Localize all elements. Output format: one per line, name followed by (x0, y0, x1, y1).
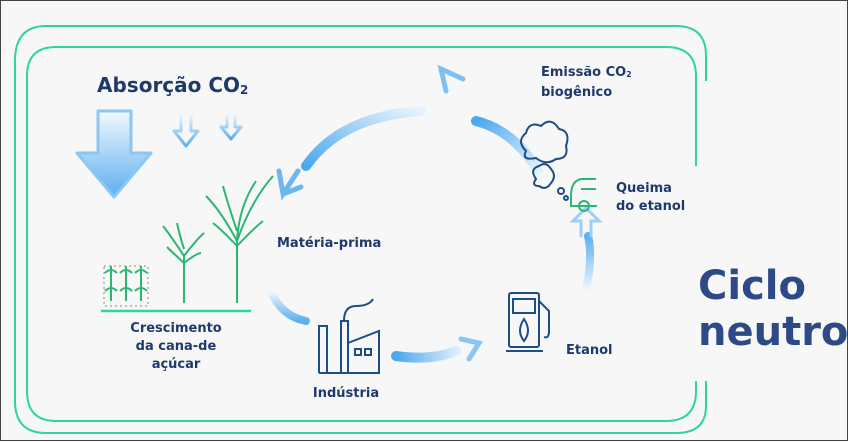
arrow-head-icon (569, 205, 603, 238)
absorption-arrows-icon (75, 109, 243, 199)
crescimento-line2: da cana-de (135, 339, 217, 354)
title-line2: neutro (698, 309, 848, 355)
subscript: 2 (240, 82, 249, 97)
clouds-icon (520, 120, 569, 201)
fuel-pump-icon (506, 292, 550, 352)
queima-line1: Queima (616, 181, 672, 196)
arrow-head-icon (276, 168, 304, 201)
crescimento-label: Crescimento da cana-de açúcar (111, 320, 241, 374)
etanol-label: Etanol (566, 343, 613, 358)
crescimento-line1: Crescimento (130, 321, 222, 336)
subscript: 2 (626, 70, 632, 80)
absorcao-text: Absorção CO (97, 73, 241, 97)
materia-prima-label: Matéria-prima (277, 236, 382, 251)
factory-icon (318, 298, 380, 374)
emissao-line2: biogênico (541, 85, 613, 101)
sugarcane-plants-icon (101, 175, 274, 313)
arrow-head-icon (458, 336, 483, 362)
emissao-line1: Emissão CO2 (541, 64, 632, 84)
arrow-head-icon (437, 64, 466, 94)
absorcao-co2-label: Absorção CO2 (97, 73, 248, 102)
car-icon (570, 178, 597, 212)
teal-frame (14, 25, 707, 434)
crescimento-line3: açúcar (151, 357, 201, 372)
industria-label: Indústria (312, 386, 380, 401)
queima-line2: do etanol (616, 199, 686, 214)
emissao-text: Emissão CO (541, 65, 627, 80)
emissao-co2-label: Emissão CO2 biogênico (541, 64, 632, 102)
title-line1: Ciclo (698, 263, 806, 309)
queima-label: Queima do etanol (616, 180, 685, 216)
ciclo-neutro-title: Ciclo neutro (698, 263, 848, 355)
